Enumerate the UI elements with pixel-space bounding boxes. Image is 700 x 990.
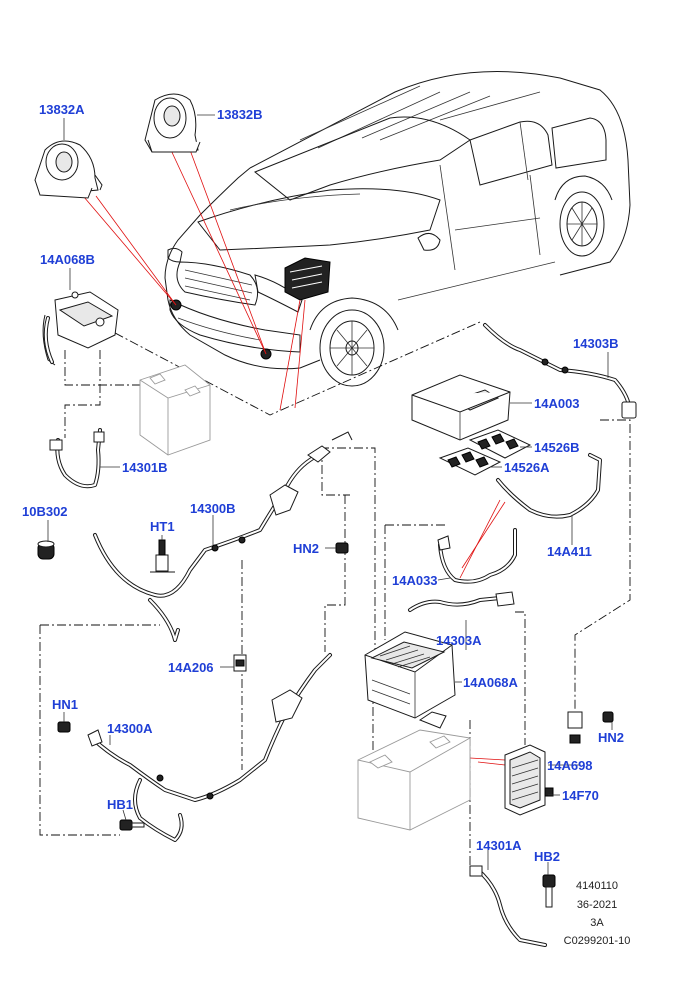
label-14301A: 14301A [476, 838, 522, 853]
label-14A698: 14A698 [547, 758, 593, 773]
label-10B302: 10B302 [22, 504, 68, 519]
dash-dot-connectors [39, 321, 631, 870]
label-14301B: 14301B [122, 460, 168, 475]
battery-small-ghost-icon [139, 364, 211, 456]
label-14303A: 14303A [436, 633, 482, 648]
label-14A206: 14A206 [168, 660, 214, 675]
part-labels: 13832A 13832B 14A068B 14303B 14A003 1452… [22, 102, 624, 864]
fuse-14526B-icon [468, 429, 532, 459]
label-14A068B: 14A068B [40, 252, 95, 267]
fusebox-14A068A-icon [364, 631, 456, 719]
label-14526A: 14526A [504, 460, 550, 475]
cable-14301A-icon [469, 865, 547, 947]
red-leader-lines [77, 147, 506, 766]
reference-block: 4140110 36-2021 3A C0299201-10 [564, 880, 631, 947]
nut-HN2-middle-icon [335, 542, 349, 554]
label-14300B: 14300B [190, 501, 236, 516]
cable-14A033-icon [437, 528, 517, 584]
label-HN2-middle: HN2 [293, 541, 319, 556]
connector-14A698-icon [567, 711, 583, 744]
vehicle-illustration [164, 71, 631, 387]
cable-14A411-icon [496, 453, 602, 519]
harness-14300A-icon [87, 653, 332, 842]
label-14F70: 14F70 [562, 788, 599, 803]
horn-13832A-icon [34, 140, 103, 199]
engine-bay-fuse-box-icon [284, 257, 331, 301]
nut-HN1-icon [57, 721, 71, 733]
label-14300A: 14300A [107, 721, 153, 736]
label-14A068A: 14A068A [463, 675, 519, 690]
label-leaders [47, 114, 613, 875]
label-HN1: HN1 [52, 697, 78, 712]
reference-line-1: 4140110 [576, 880, 618, 892]
cable-14303A-icon [408, 591, 515, 612]
sensor-10B302-icon [37, 540, 55, 560]
terminal-HT1-icon [150, 539, 175, 573]
label-HN2-right: HN2 [598, 730, 624, 745]
connector-14A206-icon [233, 654, 247, 672]
reference-line-4: C0299201-10 [564, 935, 631, 947]
reference-line-2: 36-2021 [577, 899, 617, 911]
label-14A411: 14A411 [547, 544, 592, 559]
cable-14303B-icon [483, 323, 637, 419]
horn-13832B-icon [144, 93, 201, 153]
label-13832B: 13832B [217, 107, 263, 122]
label-HB1: HB1 [107, 797, 133, 812]
module-14A003-icon [411, 374, 511, 441]
bolt-HB1-icon [119, 819, 145, 831]
fuse-14526A-icon [438, 447, 502, 476]
label-14A003: 14A003 [534, 396, 580, 411]
bolt-HB2-icon [542, 874, 556, 908]
label-14526B: 14526B [534, 440, 580, 455]
label-HT1: HT1 [150, 519, 175, 534]
battery-main-ghost-icon [357, 711, 471, 831]
label-13832A: 13832A [39, 102, 85, 117]
label-14303B: 14303B [573, 336, 619, 351]
label-HB2: HB2 [534, 849, 560, 864]
label-14A033: 14A033 [392, 573, 438, 588]
module-14A068B-icon [42, 291, 119, 366]
harness-14300B-icon [93, 431, 353, 642]
nut-HN2-right-icon [602, 711, 614, 723]
reference-line-3: 3A [590, 917, 604, 929]
module-14F70-icon [504, 744, 554, 816]
cable-14301B-icon [49, 428, 105, 489]
